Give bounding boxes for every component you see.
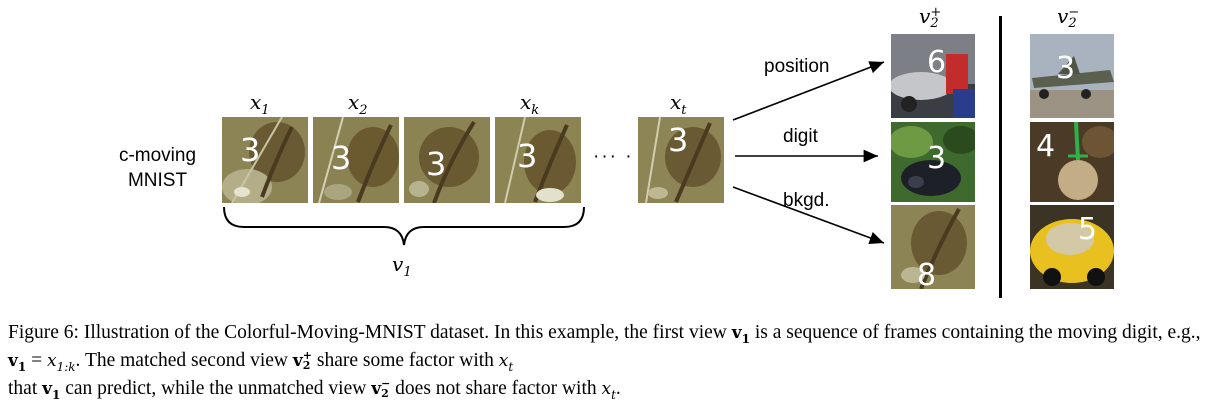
svg-text:8: 8	[917, 258, 936, 289]
divider-line	[999, 16, 1002, 298]
label-v1: v1	[392, 252, 412, 280]
negative-frame-2: 4	[1030, 122, 1114, 202]
svg-text:3: 3	[1056, 51, 1075, 86]
negative-frame-1: 3	[1030, 34, 1114, 118]
frame-xk: 3	[495, 117, 581, 203]
positive-frame-digit: 3	[891, 122, 975, 202]
frame-x1: 3	[222, 117, 308, 203]
label-v2-positive: v+2	[919, 4, 942, 31]
svg-text:3: 3	[240, 131, 260, 169]
arrow-label-position: position	[764, 56, 830, 77]
positive-frame-position: 6	[891, 34, 975, 118]
positive-frame-bkgd: 8	[891, 205, 975, 289]
frame-xt: 3	[638, 117, 724, 203]
caption-fig-label: Figure 6:	[8, 322, 79, 343]
negative-frame-3: 5	[1030, 205, 1114, 289]
svg-text:5: 5	[1078, 212, 1097, 247]
arrows	[732, 61, 885, 244]
svg-text:3: 3	[331, 139, 351, 177]
frame-x2: 3	[313, 117, 399, 203]
label-xk: xk	[520, 90, 540, 118]
label-v2-negative: v−2	[1057, 4, 1080, 31]
svg-text:3: 3	[927, 141, 946, 176]
svg-text:6: 6	[927, 45, 946, 80]
svg-text:3: 3	[668, 121, 688, 159]
svg-text:3: 3	[426, 145, 446, 183]
label-x1: x1	[250, 90, 270, 118]
ellipsis: ··· ·	[593, 146, 634, 167]
frame-x3: 3	[404, 117, 490, 203]
dataset-label-line2: MNIST	[127, 170, 188, 191]
label-x2: x2	[348, 90, 368, 118]
label-xt: xt	[670, 90, 687, 118]
svg-text:4: 4	[1036, 129, 1055, 164]
figure-caption: Figure 6: Illustration of the Colorful-M…	[8, 322, 1201, 402]
arrow-bkgd	[732, 186, 885, 244]
dataset-label: c-moving MNIST	[110, 143, 205, 193]
arrow-label-bkgd: bkgd.	[783, 190, 830, 211]
sequence-brace	[223, 206, 585, 246]
arrow-position	[732, 61, 885, 121]
svg-text:3: 3	[517, 137, 537, 175]
dataset-label-line1: c-moving	[118, 145, 197, 166]
arrow-label-digit: digit	[783, 126, 818, 147]
